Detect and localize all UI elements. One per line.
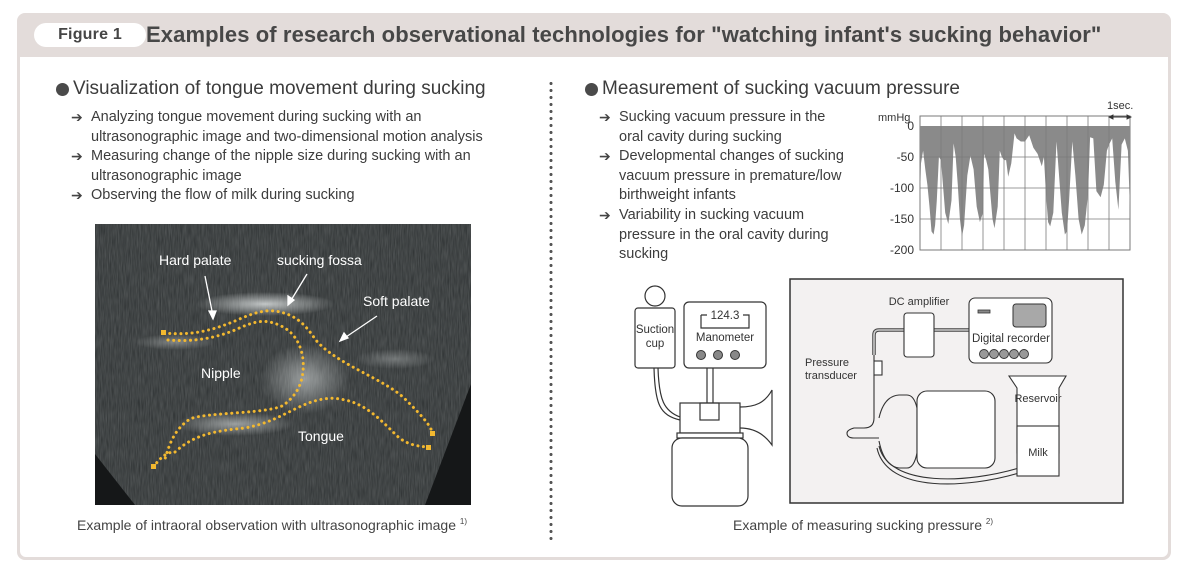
scale-arrow-icon <box>1107 114 1133 120</box>
left-caption-text: Example of intraoral observation with ul… <box>77 517 456 533</box>
section-divider <box>549 80 553 542</box>
bullet-item: ➔ Sucking vacuum pressure in the oral cavi… <box>599 108 869 147</box>
label-soft-palate: Soft palate <box>363 293 430 309</box>
pressure-transducer-label-line1: Pressure <box>805 357 849 369</box>
chart-ytick-label: -50 <box>897 150 915 164</box>
dc-amplifier-box <box>903 312 935 358</box>
label-tongue: Tongue <box>298 428 344 444</box>
arrow-right-icon: ➔ <box>71 148 83 165</box>
label-sucking-fossa: sucking fossa <box>277 252 362 268</box>
arrow-right-icon: ➔ <box>599 148 611 165</box>
manometer-reading: 124.3 <box>711 310 740 322</box>
digital-recorder-label: Digital recorder <box>972 333 1050 345</box>
annotation-arrows <box>204 273 378 343</box>
tongue-trace <box>151 309 435 469</box>
bullet-line: ultrasonographic image <box>91 167 242 184</box>
manometer-setup-diagram: 124.3 Manometer Suction cup <box>634 285 773 507</box>
chart-ytick-label: -150 <box>890 212 914 226</box>
bullet-line: Variability in sucking vacuum <box>619 206 805 223</box>
chart-ytick-label: -100 <box>890 181 914 195</box>
arrow-right-icon: ➔ <box>71 109 83 125</box>
bullet-item: ➔ Variability in sucking vacuum pressure i… <box>599 206 869 265</box>
arrow-right-icon: ➔ <box>599 206 611 223</box>
right-caption-text: Example of measuring sucking pressure <box>733 517 983 533</box>
suction-cup-bulb <box>644 285 666 307</box>
recorder-screen <box>1012 303 1047 328</box>
right-section-title-text: Measurement of sucking vacuum pressure <box>602 78 960 99</box>
manometer-label: Manometer <box>696 332 754 344</box>
recorder-setup-diagram: DC amplifier Digital recorder Pressure t… <box>789 278 1124 504</box>
figure-title: Examples of research observational techn… <box>146 22 1102 47</box>
bullet-line: birthweight infants <box>619 187 736 204</box>
bullet-line: oral cavity during sucking <box>619 128 782 145</box>
milk-label: Milk <box>1028 447 1048 459</box>
bullet-item: ➔ Observing the flow of milk during sucki… <box>71 186 541 206</box>
chart-gridlines <box>920 116 1130 251</box>
chart-ytick-label: 0 <box>907 119 914 133</box>
bullet-item: ➔ Developmental changes of sucking vacuum … <box>599 147 869 206</box>
reservoir-label: Reservoir <box>1014 393 1061 405</box>
pump-collar <box>679 402 741 434</box>
bullet-line: Sucking vacuum pressure in the <box>619 109 826 125</box>
bullet-line: pressure in the oral cavity during <box>619 226 829 243</box>
pressure-area-series <box>920 126 1130 237</box>
left-caption-ref: 1) <box>459 517 467 526</box>
collection-bottle <box>671 437 749 507</box>
left-section-title: Visualization of tongue movement during … <box>56 78 486 100</box>
bullet-line: Observing the flow of milk during suckin… <box>91 187 355 204</box>
bullet-line: Developmental changes of sucking <box>619 148 844 165</box>
chart-ytick-label: -200 <box>890 243 914 257</box>
pressure-transducer-label-line2: transducer <box>805 370 857 382</box>
label-hard-palate: Hard palate <box>159 252 232 268</box>
feeding-bottle <box>916 390 996 469</box>
right-caption-ref: 2) <box>985 517 994 526</box>
right-section-title: Measurement of sucking vacuum pressure <box>585 78 960 100</box>
bullet-line: vacuum pressure in premature/low <box>619 167 842 184</box>
recorder-buttons <box>979 349 1029 359</box>
chart-scale-annotation: 1sec. <box>1107 100 1133 112</box>
figure-label: Figure 1 <box>34 23 146 47</box>
bullet-line: Measuring change of the nipple size duri… <box>91 148 471 165</box>
left-section-title-text: Visualization of tongue movement during … <box>73 78 486 99</box>
suction-cup-label-line1: Suction <box>636 324 674 336</box>
bullet-line: ultrasonographic image and two-dimension… <box>91 128 483 145</box>
arrow-right-icon: ➔ <box>71 187 83 204</box>
arrow-right-icon: ➔ <box>599 109 611 125</box>
bullet-dot-icon <box>585 82 598 96</box>
left-caption: Example of intraoral observation with ul… <box>77 517 467 533</box>
bullet-item: ➔ Analyzing tongue movement during suckin… <box>71 108 541 147</box>
bullet-dot-icon <box>56 82 69 96</box>
chart-yticks: 0 -50 -100 -150 -200 <box>890 119 914 257</box>
dc-amplifier-label: DC amplifier <box>889 296 950 308</box>
milk-container <box>1016 425 1060 477</box>
chart-ylabel: mmHg <box>878 112 910 124</box>
label-nipple: Nipple <box>201 365 241 381</box>
bullet-line: Analyzing tongue movement during sucking… <box>91 109 422 125</box>
right-caption: Example of measuring sucking pressure 2) <box>733 517 993 533</box>
suction-cup-label-line2: cup <box>646 338 665 350</box>
bullet-item: ➔ Measuring change of the nipple size dur… <box>71 147 541 186</box>
right-bullet-list: ➔ Sucking vacuum pressure in the oral cavi… <box>599 108 869 265</box>
bullet-line: sucking <box>619 246 669 263</box>
pressure-transducer <box>873 360 883 376</box>
ultrasound-image: Hard palate sucking fossa Soft palate Ni… <box>95 224 471 505</box>
suction-cup-box <box>634 307 676 369</box>
pressure-chart: 0 -50 -100 -150 -200 mmHg 1sec. <box>878 100 1133 257</box>
left-bullet-list: ➔ Analyzing tongue movement during suckin… <box>71 108 541 206</box>
